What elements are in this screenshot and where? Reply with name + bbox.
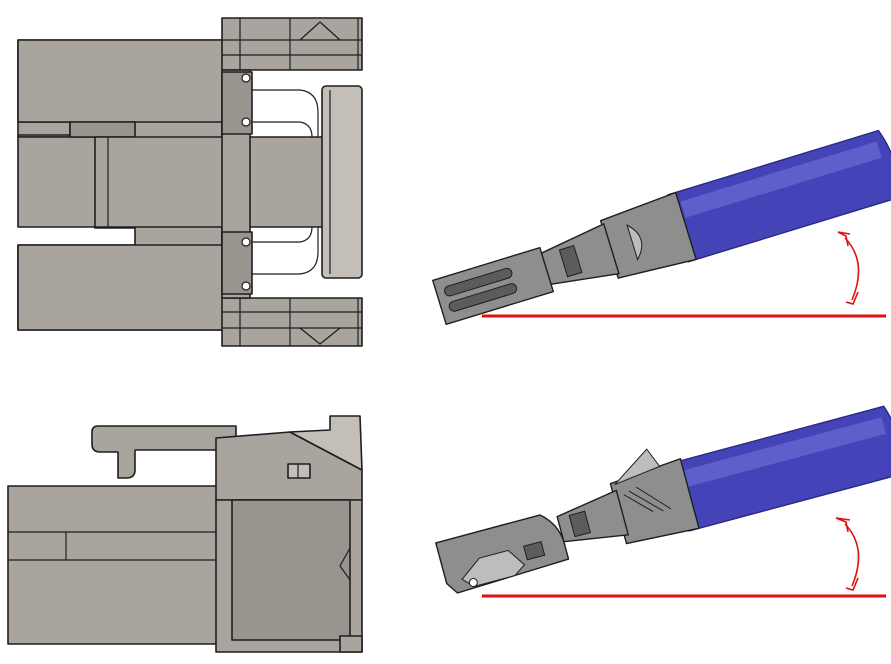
terminal-cable-assembly-upper: [432, 129, 891, 326]
angle-arrow-lower: [835, 517, 860, 591]
housing-pin-2: [241, 117, 251, 127]
housing-lower-arm: [17, 244, 224, 331]
housing-side-body: [7, 485, 224, 645]
housing-middle-left-block: [17, 136, 99, 228]
wire-crimp-lower: [556, 489, 629, 543]
housing-latch-arm: [91, 425, 237, 479]
connector-housing-top-view: [17, 17, 363, 347]
housing-side-rear-panel: [231, 499, 351, 641]
connector-housing-side-view: [7, 415, 363, 653]
housing-rear-rib: [321, 85, 363, 279]
housing-pin-3: [241, 237, 251, 247]
housing-center-latch: [94, 136, 331, 228]
housing-rear-frame-top: [221, 17, 363, 71]
housing-side-window: [287, 463, 311, 479]
housing-pin-1: [241, 73, 251, 83]
housing-upper-arm: [17, 39, 224, 123]
angle-arrow-upper: [837, 231, 860, 305]
terminal-cable-assembly-lower: [435, 405, 891, 594]
housing-upper-step: [69, 121, 136, 138]
housing-rear-frame-bottom: [221, 297, 363, 347]
housing-side-ramp: [289, 415, 363, 471]
housing-side-foot: [339, 635, 363, 653]
housing-pin-4: [241, 281, 251, 291]
